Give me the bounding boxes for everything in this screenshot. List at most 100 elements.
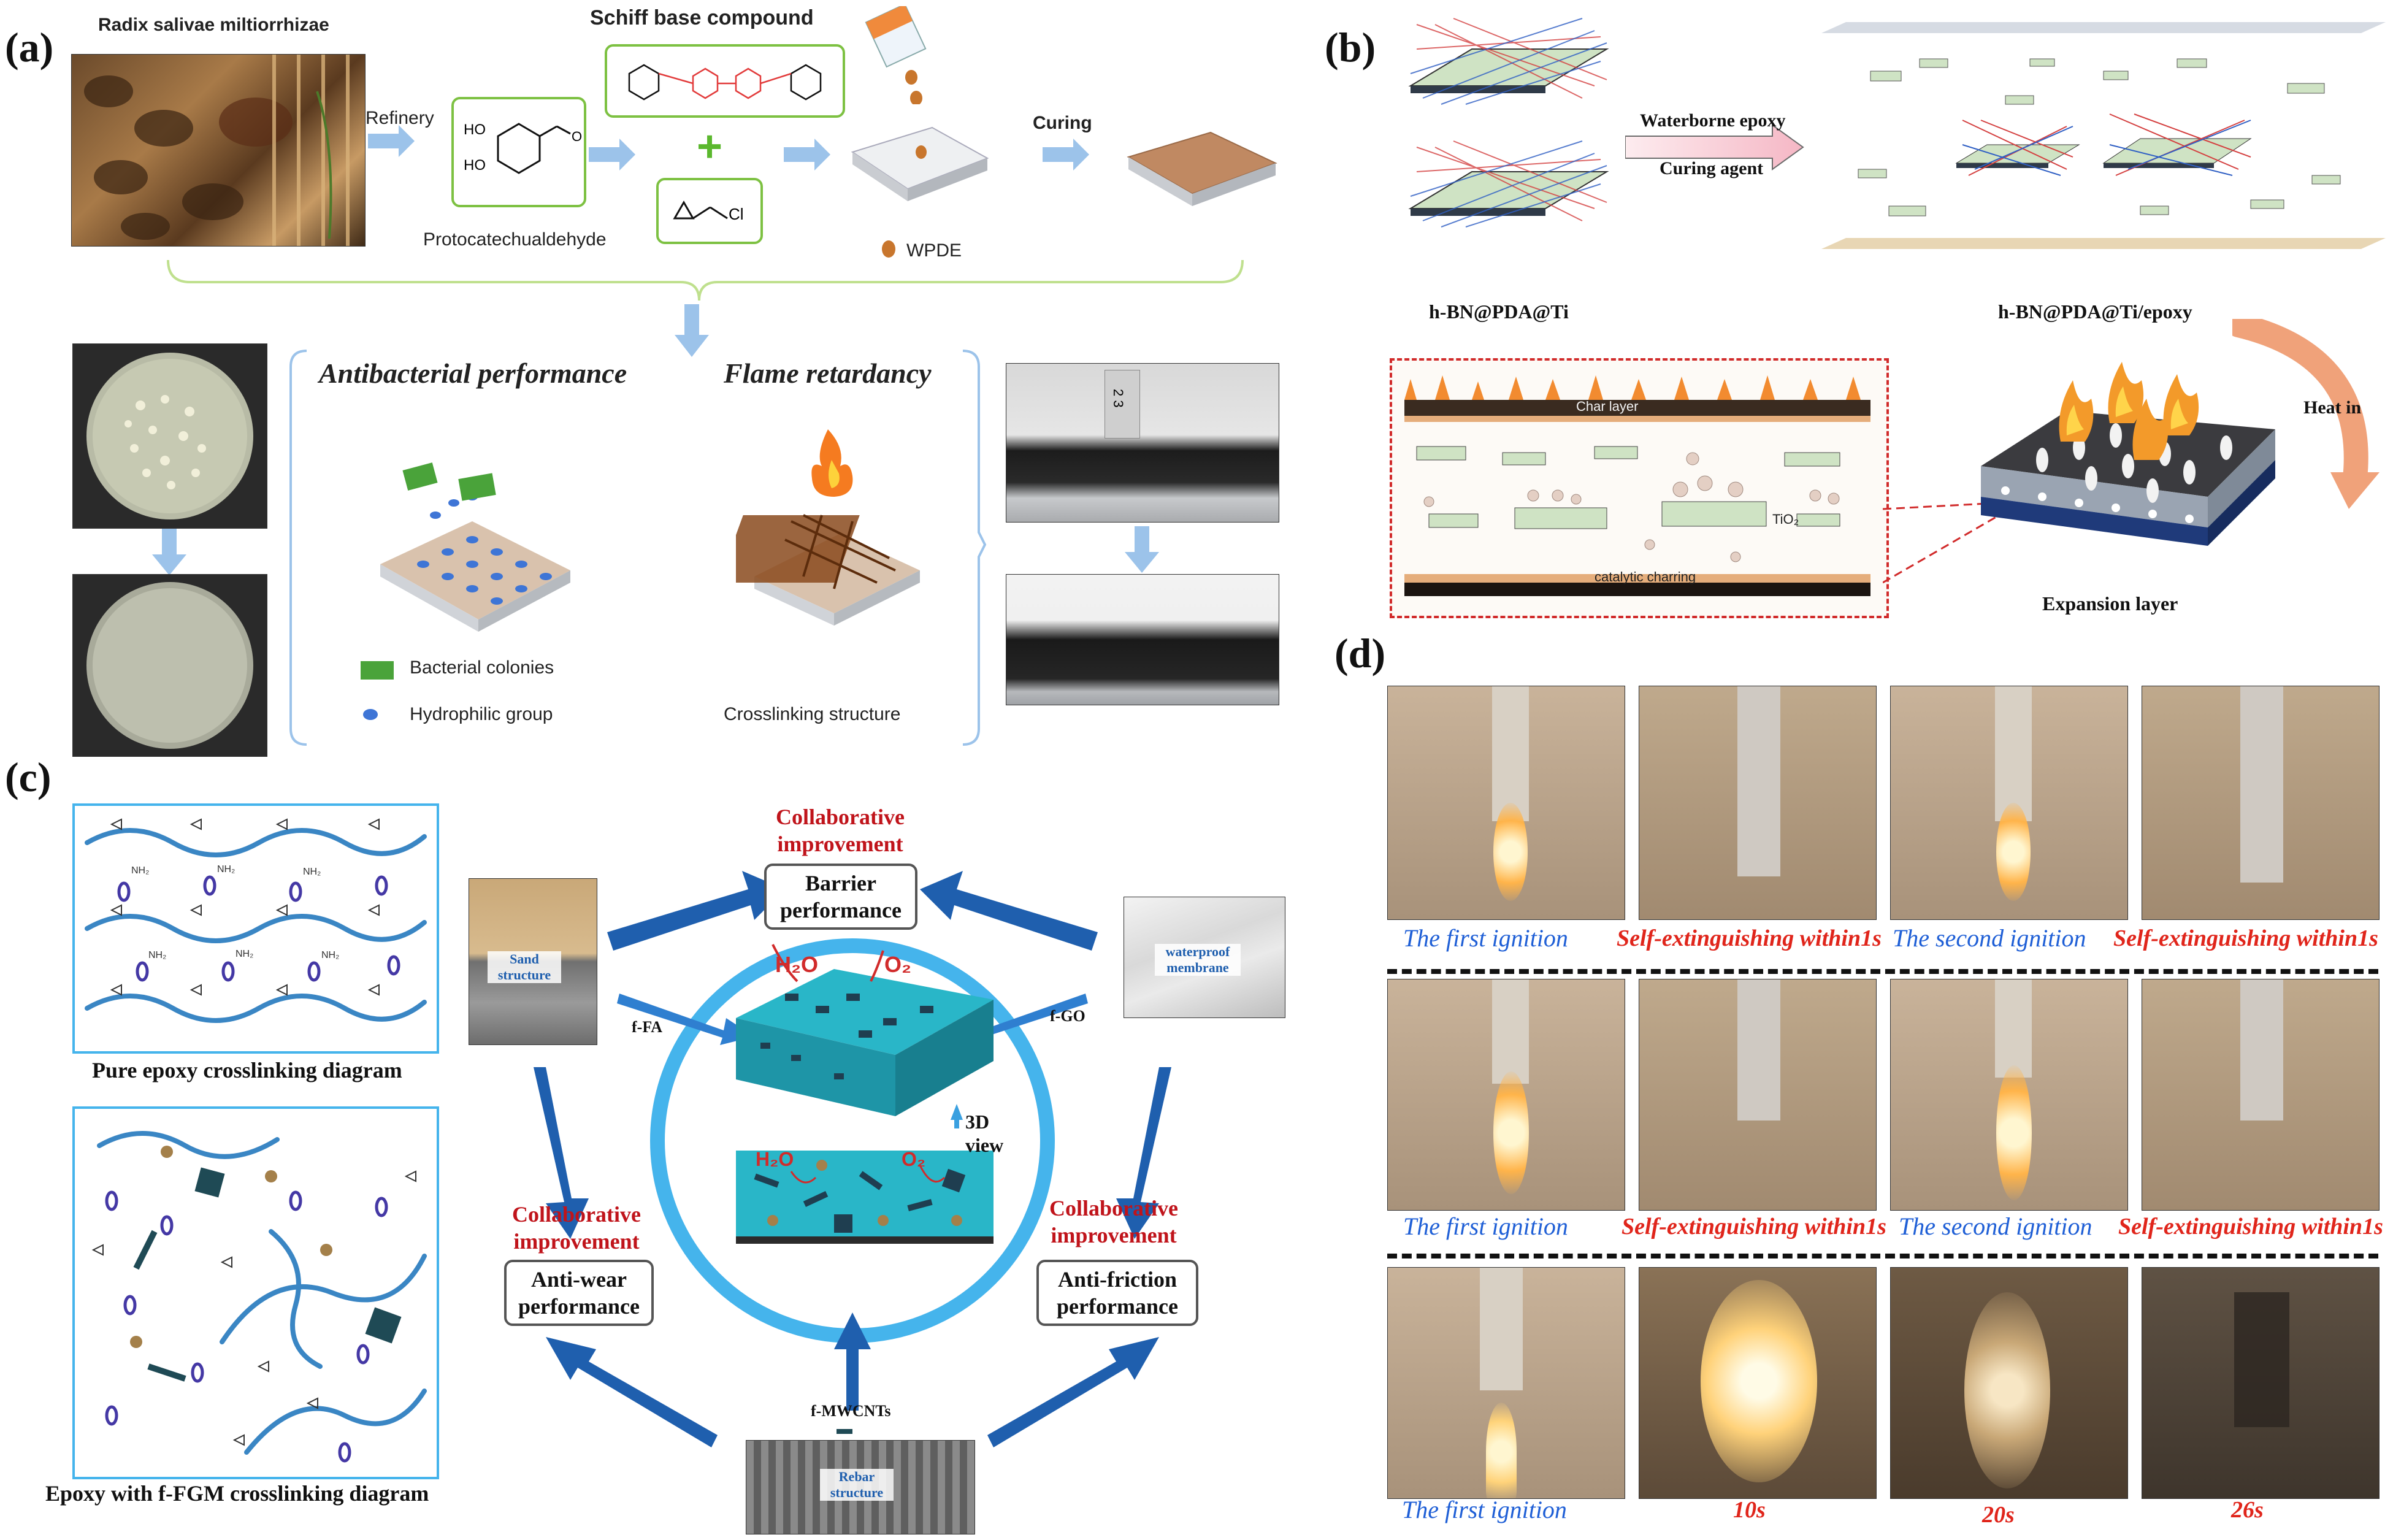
d-row1-photo1	[1387, 686, 1625, 920]
sample-rod	[1480, 1268, 1523, 1390]
d-row3-photo1	[1387, 1267, 1625, 1499]
d-row3-caption2: 10s	[1733, 1497, 1766, 1523]
d-row1-photo3	[1890, 686, 2128, 920]
char-photo-1: 2 3	[1006, 363, 1279, 523]
petri-dish-colonies	[86, 353, 253, 519]
hbn-pda-ti-label: h-BN@PDA@Ti	[1429, 301, 1569, 323]
d-row2-photo4	[2142, 979, 2380, 1211]
nh2-label-5: NH₂	[235, 949, 253, 959]
antiwear-performance-box: Anti-wear performance	[504, 1260, 654, 1326]
plus-sign: +	[697, 122, 723, 171]
d-row1-caption4: Self-extinguishing within1s	[2113, 925, 2378, 951]
nh2-label-3: NH₂	[303, 867, 321, 877]
petri-dish-clear	[86, 582, 253, 749]
sand-structure-photo: Sand structure	[469, 878, 597, 1045]
cured-sheet	[1127, 131, 1277, 206]
flame-icon	[1493, 803, 1528, 901]
waterproof-label: waterproof membrane	[1155, 944, 1241, 976]
d-row2-photo2	[1639, 979, 1877, 1211]
antifriction-performance-box: Anti-friction performance	[1036, 1260, 1198, 1326]
d-row1-caption3: The second ignition	[1893, 924, 2086, 952]
h2o-bottom-label: H₂O	[756, 1148, 794, 1170]
chem-ho-1: HO	[464, 121, 486, 138]
nh2-label-1: NH₂	[131, 865, 149, 876]
ffa-label: f-FA	[632, 1018, 663, 1036]
pure-epoxy-caption: Pure epoxy crosslinking diagram	[92, 1058, 402, 1082]
protocatechualdehyde-label: Protocatechualdehyde	[423, 229, 607, 250]
hbn-pda-ti-stack	[1408, 18, 1609, 228]
sample-rod	[2240, 686, 2283, 883]
epoxide-structure	[673, 200, 728, 220]
refinery-label: Refinery	[366, 108, 434, 128]
sample-rod	[1995, 686, 2032, 821]
hydrophilic-group-icon	[363, 709, 378, 720]
flame-icon	[1964, 1292, 2050, 1488]
aldehyde-o-text: O	[572, 129, 582, 144]
o2-top-label: O₂	[884, 952, 911, 977]
d-row1-photo4	[2142, 686, 2380, 920]
flame-icon	[1493, 1071, 1529, 1194]
fgo-label: f-GO	[1050, 1007, 1085, 1025]
d-row2-photo3	[1890, 979, 2128, 1211]
expansion-layer-block	[1981, 362, 2275, 546]
heat-in-arrow	[2232, 319, 2380, 509]
beaker-pour-icon	[865, 6, 927, 104]
chem-ho-2: HO	[464, 157, 486, 174]
crosslink-block	[736, 429, 920, 626]
nh2-label-4: NH₂	[148, 950, 166, 960]
view-3d-label: 3D view	[965, 1111, 1004, 1156]
sand-structure-label: Sand structure	[488, 951, 561, 983]
empty-mold	[851, 126, 989, 201]
d-row1-caption1: The first ignition	[1403, 924, 1568, 952]
collaborative-cycle-arrows	[534, 871, 1171, 1447]
wpde-label: WPDE	[906, 240, 962, 261]
d-row3-photo3	[1890, 1267, 2128, 1499]
row-divider-2	[1387, 1254, 2378, 1258]
row-divider-1	[1387, 969, 2378, 974]
sample-rod	[1737, 979, 1780, 1121]
collab-right-title: Collaborative improvement	[1049, 1196, 1178, 1247]
char-zoom-box: Char layer TiO₂ catalytic charring	[1390, 358, 1889, 618]
curing-agent-label: Curing agent	[1660, 158, 1764, 178]
catalytic-charring-label: catalytic charring	[1595, 569, 1696, 584]
expansion-layer-label: Expansion layer	[2042, 592, 2178, 615]
protocatechualdehyde-box: O HO HO	[451, 97, 586, 207]
h2o-top-label: H₂O	[775, 952, 818, 977]
panel-a-letter: (a)	[5, 24, 54, 71]
arrow-down-petri	[152, 529, 186, 575]
herb-photo	[71, 54, 366, 247]
waterborne-epoxy-label: Waterborne epoxy	[1640, 110, 1786, 131]
d-row2-caption3: The second ignition	[1899, 1212, 2092, 1240]
panel-c-letter: (c)	[5, 754, 52, 800]
arrow-to-mold	[784, 139, 830, 170]
d-row2-photo1	[1387, 979, 1625, 1211]
arrow-to-schiff	[589, 139, 635, 170]
o2-bottom-label: O₂	[902, 1148, 926, 1170]
collab-top-title: Collaborative improvement	[776, 805, 905, 856]
benzene-structure: O	[497, 123, 582, 174]
d-row1-photo2	[1639, 686, 1877, 920]
ffgm-epoxy-network	[91, 1131, 427, 1463]
char-zoom-illustration	[1404, 375, 1870, 596]
sample-rod	[1492, 686, 1529, 821]
petri-dish-before	[72, 343, 267, 529]
performance-brackets	[289, 350, 987, 746]
bacterial-colony-icon	[361, 661, 394, 680]
tio2-label: TiO₂	[1772, 511, 1799, 527]
crosslinking-structure-label: Crosslinking structure	[724, 704, 901, 724]
sample-rod	[1737, 686, 1780, 876]
arrow-down-summary	[675, 304, 709, 357]
d-row3-photo2	[1639, 1267, 1877, 1499]
rebar-photo: Rebar structure	[746, 1440, 975, 1534]
herb-pieces	[84, 55, 350, 246]
panel-d-letter: (d)	[1334, 630, 1386, 676]
bacterial-colonies-label: Bacterial colonies	[410, 657, 554, 678]
d-row3-photo4	[2142, 1267, 2380, 1499]
sample-rod	[2240, 979, 2283, 1121]
d-row3-caption4: 26s	[2231, 1497, 2264, 1523]
ffgm-epoxy-caption: Epoxy with f-FGM crosslinking diagram	[45, 1481, 429, 1506]
d-row3-caption1: The first ignition	[1402, 1496, 1567, 1523]
ffgm-epoxy-box	[72, 1106, 439, 1479]
